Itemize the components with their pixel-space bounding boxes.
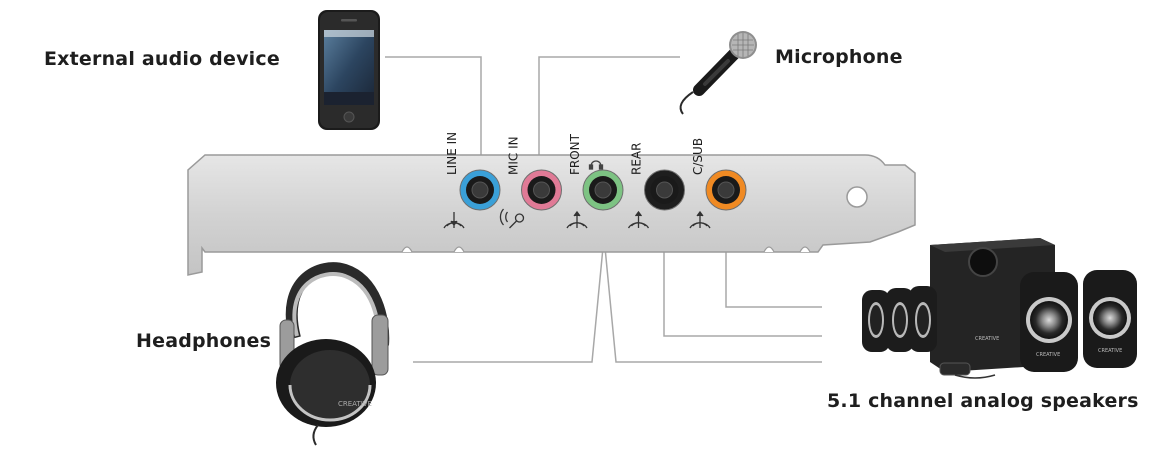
rear-connector [663, 230, 822, 337]
audio-out-icon [689, 210, 711, 229]
headphones-brand-text: CREATIVE [338, 400, 372, 408]
connector-lines [385, 56, 822, 363]
speaker-system-image: CREATIVE CREATIVE CREATIVE [862, 238, 1137, 379]
port-front: FRONT [566, 133, 624, 229]
audio-out-icon [566, 210, 588, 229]
audio-ports: LINE IN MIC IN FRONT REAR C/SUB [443, 132, 747, 229]
port-rear: REAR [627, 143, 685, 229]
microphone-image [679, 31, 757, 115]
port-mic-in: MIC IN [499, 136, 562, 229]
audio-in-icon [443, 212, 465, 229]
front-headphones-connector-a [413, 236, 605, 363]
headphones-label: Headphones [136, 330, 272, 352]
port-hole [533, 181, 550, 199]
microphone-label: Microphone [775, 46, 903, 68]
port-label: C/SUB [691, 138, 705, 175]
port-hole [471, 181, 489, 199]
front-right-brand-text: CREATIVE [1098, 348, 1122, 354]
port-hole [656, 181, 673, 199]
port-label: LINE IN [445, 132, 459, 175]
bracket-mount-hole [846, 186, 868, 208]
external-audio-device-label: External audio device [44, 48, 280, 70]
port-hole [717, 181, 735, 199]
port-c-sub: C/SUB [689, 138, 747, 229]
port-hole [594, 181, 612, 199]
headphones-image: CREATIVE [276, 262, 390, 446]
front-headphones-connector-b [603, 236, 822, 363]
front-left-brand-text: CREATIVE [1036, 352, 1060, 358]
port-label: FRONT [568, 133, 582, 175]
subwoofer-brand-text: CREATIVE [975, 336, 999, 342]
line-in-connector [385, 56, 482, 160]
mic-in-connector [538, 56, 680, 160]
microphone-icon [499, 208, 525, 229]
port-label: MIC IN [507, 136, 521, 175]
smartphone-image [318, 10, 380, 130]
headphone-glyph-icon [588, 160, 604, 170]
port-label: REAR [630, 143, 644, 175]
speakers-label: 5.1 channel analog speakers [827, 390, 1139, 412]
audio-out-icon [627, 210, 650, 229]
csub-connector [725, 230, 822, 308]
port-line-in: LINE IN [443, 132, 501, 229]
